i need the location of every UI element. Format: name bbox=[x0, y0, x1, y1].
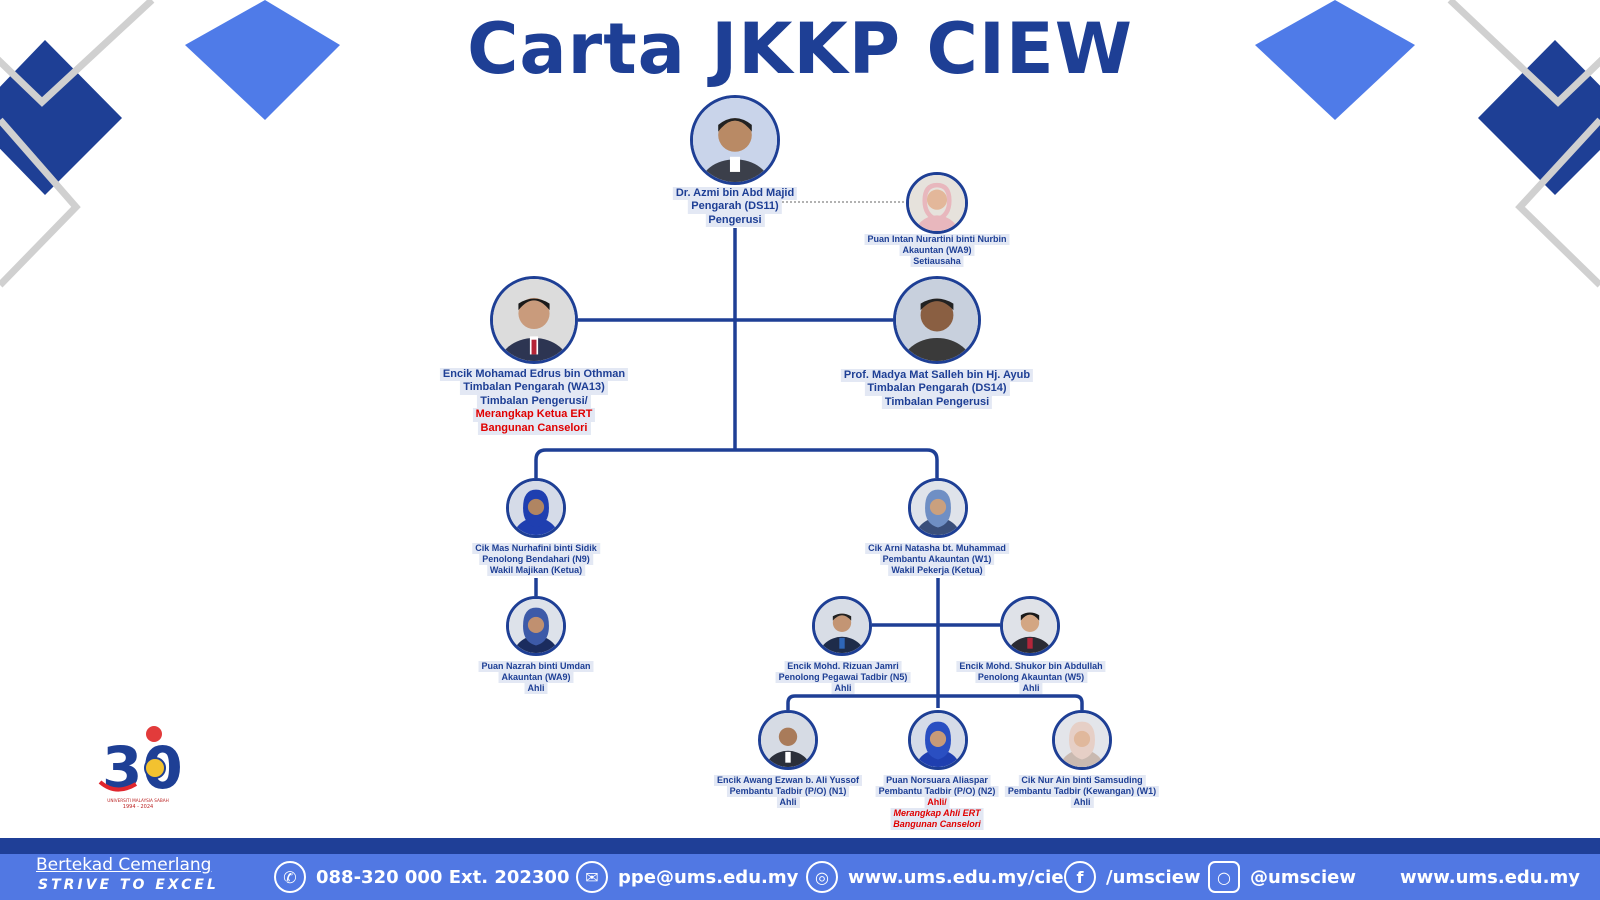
role-extra-text: Merangkap Ketua ERT bbox=[472, 408, 596, 422]
name-text: Encik Awang Ezwan b. Ali Yussof bbox=[713, 775, 863, 786]
globe-icon: ◎ bbox=[806, 861, 838, 893]
phone-icon: ✆ bbox=[274, 861, 306, 893]
footer-facebook[interactable]: f /umsciew bbox=[1064, 861, 1201, 893]
name-text: Dr. Azmi bin Abd Majid bbox=[672, 187, 798, 201]
footer-website-cie[interactable]: ◎ www.ums.edu.my/cie bbox=[806, 861, 1064, 893]
avatar-shukor bbox=[1000, 596, 1060, 656]
name-text: Encik Mohamad Edrus bin Othman bbox=[439, 368, 629, 382]
logo-number: 30 bbox=[102, 734, 180, 802]
name-text: Puan Nazrah binti Umdan bbox=[478, 661, 594, 672]
avatar-timbalan-right bbox=[893, 276, 981, 364]
role-text: Ahli bbox=[1070, 796, 1094, 808]
avatar-norsuara bbox=[908, 710, 968, 770]
website-text: www.ums.edu.my bbox=[1400, 866, 1580, 888]
building-text: Bangunan Canselori bbox=[890, 818, 984, 830]
label-setiausaha: Puan Intan Nurartini binti Nurbin Akaunt… bbox=[864, 234, 1010, 267]
facebook-icon: f bbox=[1064, 861, 1096, 893]
label-timbalan-left: Encik Mohamad Edrus bin Othman Timbalan … bbox=[439, 368, 629, 436]
footer-accent-bar bbox=[0, 838, 1600, 854]
position-text: Pembantu Tadbir (P/O) (N2) bbox=[875, 785, 999, 797]
phone-text: 088-320 000 Ext. 202300 bbox=[316, 866, 570, 888]
role-text: Timbalan Pengerusi bbox=[881, 395, 993, 410]
position-text: Pembantu Tadbir (Kewangan) (W1) bbox=[1004, 785, 1160, 797]
name-text: Cik Arni Natasha bt. Muhammad bbox=[865, 543, 1009, 554]
website-cie-text: www.ums.edu.my/cie bbox=[848, 866, 1064, 888]
footer-email[interactable]: ✉ ppe@ums.edu.my bbox=[576, 861, 799, 893]
role-text: Wakil Pekerja (Ketua) bbox=[888, 564, 986, 576]
position-text: Penolong Bendahari (N9) bbox=[479, 553, 593, 565]
role-text: Ahli bbox=[776, 796, 800, 808]
role-text: Setiausaha bbox=[910, 255, 964, 267]
instagram-text: @umsciew bbox=[1250, 866, 1356, 888]
name-text: Cik Nur Ain binti Samsuding bbox=[1018, 775, 1146, 786]
logo-university: UNIVERSITI MALAYSIA SABAH bbox=[107, 798, 168, 803]
avatar-wakil-majikan bbox=[506, 478, 566, 538]
label-nazrah: Puan Nazrah binti Umdan Akauntan (WA9) A… bbox=[478, 661, 594, 694]
role-text: Timbalan Pengerusi/ bbox=[477, 394, 591, 409]
name-text: Puan Norsuara Aliaspar bbox=[883, 775, 991, 786]
building-text: Bangunan Canselori bbox=[477, 421, 591, 436]
footer-phone[interactable]: ✆ 088-320 000 Ext. 202300 bbox=[274, 861, 570, 893]
label-timbalan-right: Prof. Madya Mat Salleh bin Hj. Ayub Timb… bbox=[840, 369, 1034, 410]
email-text: ppe@ums.edu.my bbox=[618, 866, 799, 888]
role-text: Ahli bbox=[524, 682, 548, 694]
role-text: Ahli bbox=[1019, 682, 1043, 694]
role-extra-text: Merangkap Ahli ERT bbox=[890, 807, 984, 819]
position-text: Pengarah (DS11) bbox=[688, 200, 782, 214]
position-text: Akauntan (WA9) bbox=[899, 244, 975, 256]
anniversary-logo: 30 UNIVERSITI MALAYSIA SABAH 1994 - 2024 bbox=[98, 726, 180, 810]
name-text: Encik Mohd. Rizuan Jamri bbox=[784, 661, 902, 672]
position-text: Pembantu Akauntan (W1) bbox=[879, 553, 995, 565]
name-text: Puan Intan Nurartini binti Nurbin bbox=[864, 234, 1010, 245]
avatar-pengarah bbox=[690, 95, 780, 185]
label-wakil-pekerja: Cik Arni Natasha bt. Muhammad Pembantu A… bbox=[865, 543, 1009, 576]
role-text: Ahli bbox=[831, 682, 855, 694]
name-text: Cik Mas Nurhafini binti Sidik bbox=[472, 543, 600, 554]
avatar-wakil-pekerja bbox=[908, 478, 968, 538]
decor-top-left bbox=[0, 0, 340, 288]
logo-years: 1994 - 2024 bbox=[123, 804, 153, 810]
instagram-icon: ○ bbox=[1208, 861, 1240, 893]
role-text: Wakil Majikan (Ketua) bbox=[486, 564, 586, 576]
label-shukor: Encik Mohd. Shukor bin Abdullah Penolong… bbox=[956, 661, 1106, 694]
decor-top-right bbox=[1255, 0, 1600, 288]
avatar-awang bbox=[758, 710, 818, 770]
position-text: Pembantu Tadbir (P/O) (N1) bbox=[726, 785, 850, 797]
label-nurain: Cik Nur Ain binti Samsuding Pembantu Tad… bbox=[1004, 775, 1160, 808]
label-wakil-majikan: Cik Mas Nurhafini binti Sidik Penolong B… bbox=[472, 543, 600, 576]
footer-website[interactable]: www.ums.edu.my bbox=[1400, 862, 1580, 892]
name-text: Encik Mohd. Shukor bin Abdullah bbox=[956, 661, 1106, 672]
mail-icon: ✉ bbox=[576, 861, 608, 893]
label-norsuara: Puan Norsuara Aliaspar Pembantu Tadbir (… bbox=[875, 775, 999, 830]
slogan-malay: Bertekad Cemerlang bbox=[36, 855, 212, 875]
page-title: Carta JKKP CIEW bbox=[467, 8, 1133, 90]
slogan-english: STRIVE TO EXCEL bbox=[38, 877, 219, 893]
footer-instagram[interactable]: ○ @umsciew bbox=[1208, 861, 1356, 893]
role-text: Pengerusi bbox=[705, 213, 765, 228]
avatar-nazrah bbox=[506, 596, 566, 656]
position-text: Akauntan (WA9) bbox=[498, 671, 574, 683]
label-pengarah: Dr. Azmi bin Abd Majid Pengarah (DS11) P… bbox=[672, 187, 798, 228]
facebook-text: /umsciew bbox=[1106, 866, 1201, 888]
role-text: Ahli/ bbox=[924, 796, 950, 808]
label-rizuan: Encik Mohd. Rizuan Jamri Penolong Pegawa… bbox=[775, 661, 911, 694]
position-text: Penolong Akauntan (W5) bbox=[974, 671, 1088, 683]
position-text: Timbalan Pengarah (DS14) bbox=[864, 382, 1010, 396]
avatar-setiausaha bbox=[906, 172, 968, 234]
avatar-timbalan-left bbox=[490, 276, 578, 364]
avatar-nurain bbox=[1052, 710, 1112, 770]
position-text: Timbalan Pengarah (WA13) bbox=[460, 381, 608, 395]
position-text: Penolong Pegawai Tadbir (N5) bbox=[775, 671, 911, 683]
name-text: Prof. Madya Mat Salleh bin Hj. Ayub bbox=[840, 369, 1034, 383]
label-awang: Encik Awang Ezwan b. Ali Yussof Pembantu… bbox=[713, 775, 863, 808]
avatar-rizuan bbox=[812, 596, 872, 656]
